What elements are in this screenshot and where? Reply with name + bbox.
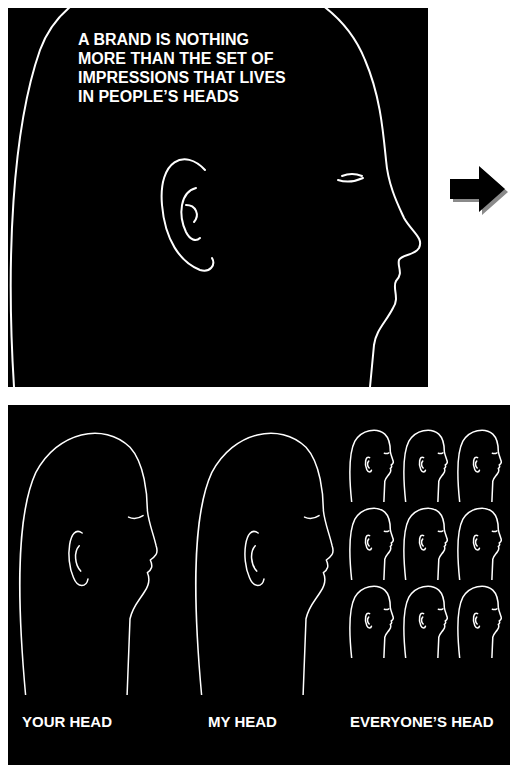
head-label: YOUR HEAD (22, 713, 172, 731)
top-panel (8, 8, 428, 387)
head-label: MY HEAD (208, 713, 338, 731)
head-label: EVERYONE’S HEAD (350, 713, 506, 731)
block-arrow (450, 166, 508, 215)
quote-text: A BRAND IS NOTHING MORE THAN THE SET OF … (78, 30, 296, 106)
head-profile (11, 8, 420, 387)
everyone-heads (350, 430, 502, 658)
your-head (20, 433, 157, 695)
my-head (196, 433, 333, 695)
bottom-panel (8, 405, 510, 765)
